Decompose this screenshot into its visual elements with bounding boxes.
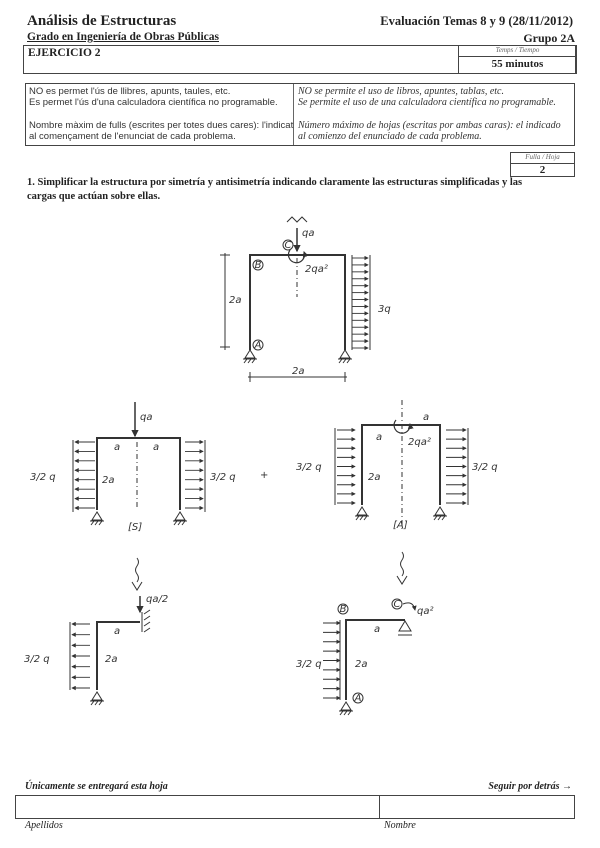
main-width-dimension xyxy=(248,372,347,382)
squiggle-arrow-right xyxy=(396,551,408,585)
pin-support-icon xyxy=(338,349,352,364)
sym-point-load-label: qa xyxy=(140,412,152,423)
rule-es-2: Se permite el uso de una calculadora cie… xyxy=(298,97,556,108)
sym-span-left: a xyxy=(114,442,120,453)
exercise-box: EJERCICIO 2 Temps / Tiempo 55 minutos xyxy=(23,45,577,74)
degree-name: Grado en Ingeniería de Obras Públicas xyxy=(27,31,219,43)
sym-frame xyxy=(96,437,181,510)
half-sym-load: 3/2 q xyxy=(24,654,50,665)
half-anti-node-b-circle xyxy=(337,603,349,615)
main-height-label: 2a xyxy=(229,295,242,306)
sym-height: 2a xyxy=(102,475,115,486)
anti-load-right: 3/2 q xyxy=(472,462,498,473)
name-label: Nombre xyxy=(384,820,416,831)
rule-ca-2: Es permet l'ús d'una calculadora científ… xyxy=(29,97,278,108)
anti-load-boundaries xyxy=(334,428,469,505)
time-box: Temps / Tiempo 55 minutos xyxy=(458,45,577,74)
main-top-hatch xyxy=(286,216,308,223)
anti-height: 2a xyxy=(368,472,381,483)
delivery-note: Únicamente se entregará esta hoja xyxy=(25,781,168,792)
main-node-c: C xyxy=(285,240,292,251)
rule-ca-1: NO es permet l'ús de llibres, apunts, ta… xyxy=(29,86,231,97)
sym-load-right: 3/2 q xyxy=(210,472,236,483)
half-anti-moment-icon xyxy=(402,602,417,611)
rule-es-3: Número máximo de hojas (escritas por amb… xyxy=(298,120,561,131)
rule-es-4: al comienzo del enunciado de cada proble… xyxy=(298,131,482,142)
main-height-dimension xyxy=(220,253,230,350)
sym-tag: [S] xyxy=(128,522,142,533)
half-anti-node-a: A xyxy=(354,693,362,704)
anti-moment-label: 2qa² xyxy=(408,437,431,448)
course-title: Análisis de Estructuras xyxy=(27,13,177,29)
half-anti-moment-label: qa² xyxy=(417,606,433,617)
question-line-2: cargas que actúan sobre ellas. xyxy=(27,191,161,202)
continue-note: Seguir por detrás → xyxy=(488,781,572,792)
sym-load-boundaries xyxy=(72,440,206,512)
pin-support-icon xyxy=(90,691,104,706)
half-anti-span: a xyxy=(374,624,380,635)
main-width-label: 2a xyxy=(292,366,305,377)
main-load-boundary xyxy=(351,255,371,350)
main-node-b: B xyxy=(255,260,262,271)
rule-ca-4: al començament de l'enunciat de cada pro… xyxy=(29,131,236,142)
half-anti-height: 2a xyxy=(355,659,368,670)
time-value: 55 minutos xyxy=(491,58,544,70)
sheet-number: 2 xyxy=(539,164,546,176)
time-label: Temps / Tiempo xyxy=(459,46,576,57)
rule-ca-3: Nombre màxim de fulls (escrites per tote… xyxy=(29,120,294,131)
group-label: Grupo 2A xyxy=(523,31,575,45)
sym-span-right: a xyxy=(153,442,159,453)
squiggle-arrow-left xyxy=(131,557,143,591)
main-node-a-circle xyxy=(252,339,264,351)
main-node-a: A xyxy=(254,340,262,351)
question-line-1: 1. Simplificar la estructura por simetrí… xyxy=(27,177,523,188)
name-field[interactable] xyxy=(379,795,575,819)
anti-tag: [A] xyxy=(393,520,408,531)
plus-sign: + xyxy=(260,470,268,481)
rule-es-1: NO se permite el uso de libros, apuntes,… xyxy=(298,86,504,97)
sheet-label: Fulla / Hoja xyxy=(511,153,574,164)
rules-divider xyxy=(293,84,294,145)
half-sym-frame xyxy=(96,621,140,690)
anti-load-left: 3/2 q xyxy=(296,462,322,473)
half-anti-frame xyxy=(345,619,405,700)
surname-field[interactable] xyxy=(15,795,380,819)
anti-span-right: a xyxy=(423,412,429,423)
half-sym-guide-support xyxy=(141,609,151,633)
evaluation-title: Evaluación Temas 8 y 9 (28/11/2012) xyxy=(380,14,573,28)
sym-load-left: 3/2 q xyxy=(30,472,56,483)
half-anti-roller-support xyxy=(398,620,412,636)
half-anti-node-c: C xyxy=(394,599,401,610)
pin-support-icon xyxy=(433,506,447,521)
pin-support-icon xyxy=(173,511,187,526)
exercise-title: EJERCICIO 2 xyxy=(28,47,101,59)
half-anti-load: 3/2 q xyxy=(296,659,322,670)
half-anti-node-c-circle xyxy=(391,598,403,610)
surname-label: Apellidos xyxy=(25,820,63,831)
pin-support-icon xyxy=(355,506,369,521)
anti-frame xyxy=(361,424,441,505)
half-anti-node-a-circle xyxy=(352,692,364,704)
main-distributed-label: 3q xyxy=(378,304,391,315)
pin-support-icon xyxy=(243,349,257,364)
main-moment-label: 2qa² xyxy=(305,264,328,275)
main-moment-icon xyxy=(287,249,309,264)
main-node-b-circle xyxy=(252,259,264,271)
half-sym-point-load-label: qa/2 xyxy=(146,594,168,605)
half-sym-span: a xyxy=(114,626,120,637)
anti-span-left: a xyxy=(376,432,382,443)
sheet-box: Fulla / Hoja 2 xyxy=(510,152,575,177)
half-sym-height: 2a xyxy=(105,654,118,665)
pin-support-icon xyxy=(339,701,353,716)
pin-support-icon xyxy=(90,511,104,526)
main-node-c-circle xyxy=(282,239,294,251)
main-point-load-label: qa xyxy=(302,228,314,239)
main-frame xyxy=(249,254,346,350)
half-anti-node-b: B xyxy=(340,604,347,615)
anti-moment-icon xyxy=(393,419,414,434)
rules-table: NO es permet l'ús de llibres, apunts, ta… xyxy=(25,83,575,146)
